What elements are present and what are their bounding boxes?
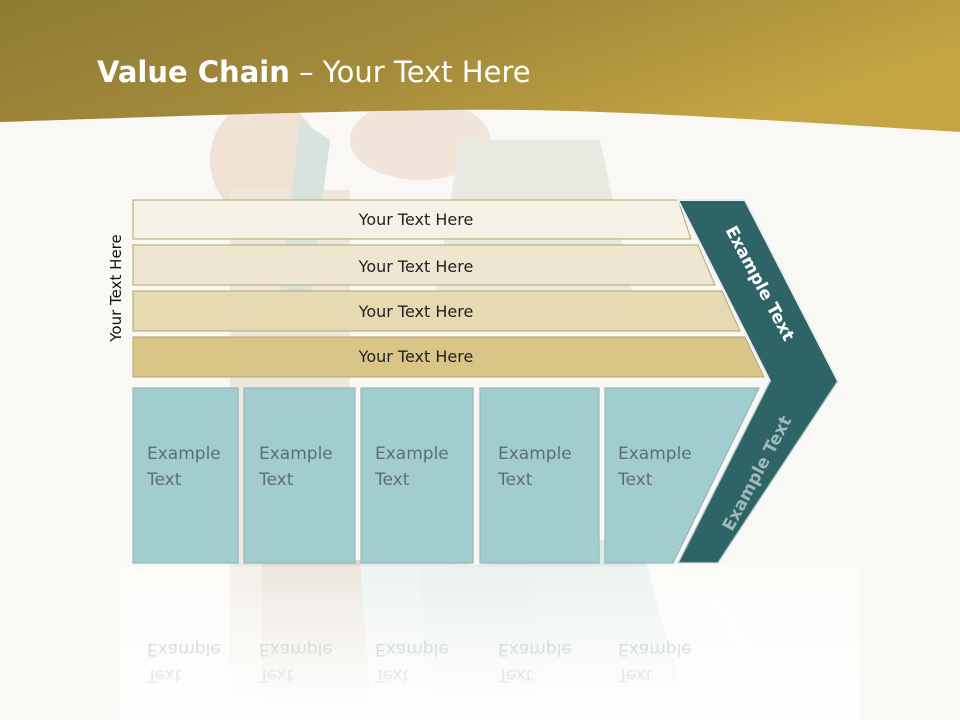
box-1-line1: Example — [147, 444, 221, 464]
chevron — [676, 199, 840, 564]
box-5 — [604, 387, 760, 564]
box-2-line1: Example — [259, 444, 333, 464]
box-5-line1: Example — [618, 444, 692, 464]
title-rest: – Your Text Here — [289, 55, 531, 89]
box-1-line2: Text — [146, 470, 182, 490]
bar-2-label: Your Text Here — [358, 257, 474, 276]
box-2-line2: Text — [258, 470, 294, 490]
box-4-line2: Text — [497, 470, 533, 490]
bar-1-label: Your Text Here — [358, 210, 474, 229]
bar-1 — [132, 199, 692, 240]
box-4 — [479, 387, 600, 564]
box-3-line2: Text — [374, 470, 410, 490]
title-bold: Value Chain — [97, 55, 290, 89]
slide-title: Value Chain – Your Text Here — [97, 55, 531, 89]
box-3 — [360, 387, 474, 564]
bar-3-label: Your Text Here — [358, 302, 474, 321]
bar-2 — [132, 244, 716, 286]
bar-4 — [132, 336, 765, 378]
box-2 — [243, 387, 356, 564]
bar-3 — [132, 290, 741, 332]
reflection: Text Example Text Example Text Example T… — [120, 381, 860, 720]
bar-4-label: Your Text Here — [358, 347, 474, 366]
box-3-line1: Example — [375, 444, 449, 464]
box-1 — [132, 387, 239, 564]
box-4-line1: Example — [498, 444, 572, 464]
box-5-line2: Text — [617, 470, 653, 490]
